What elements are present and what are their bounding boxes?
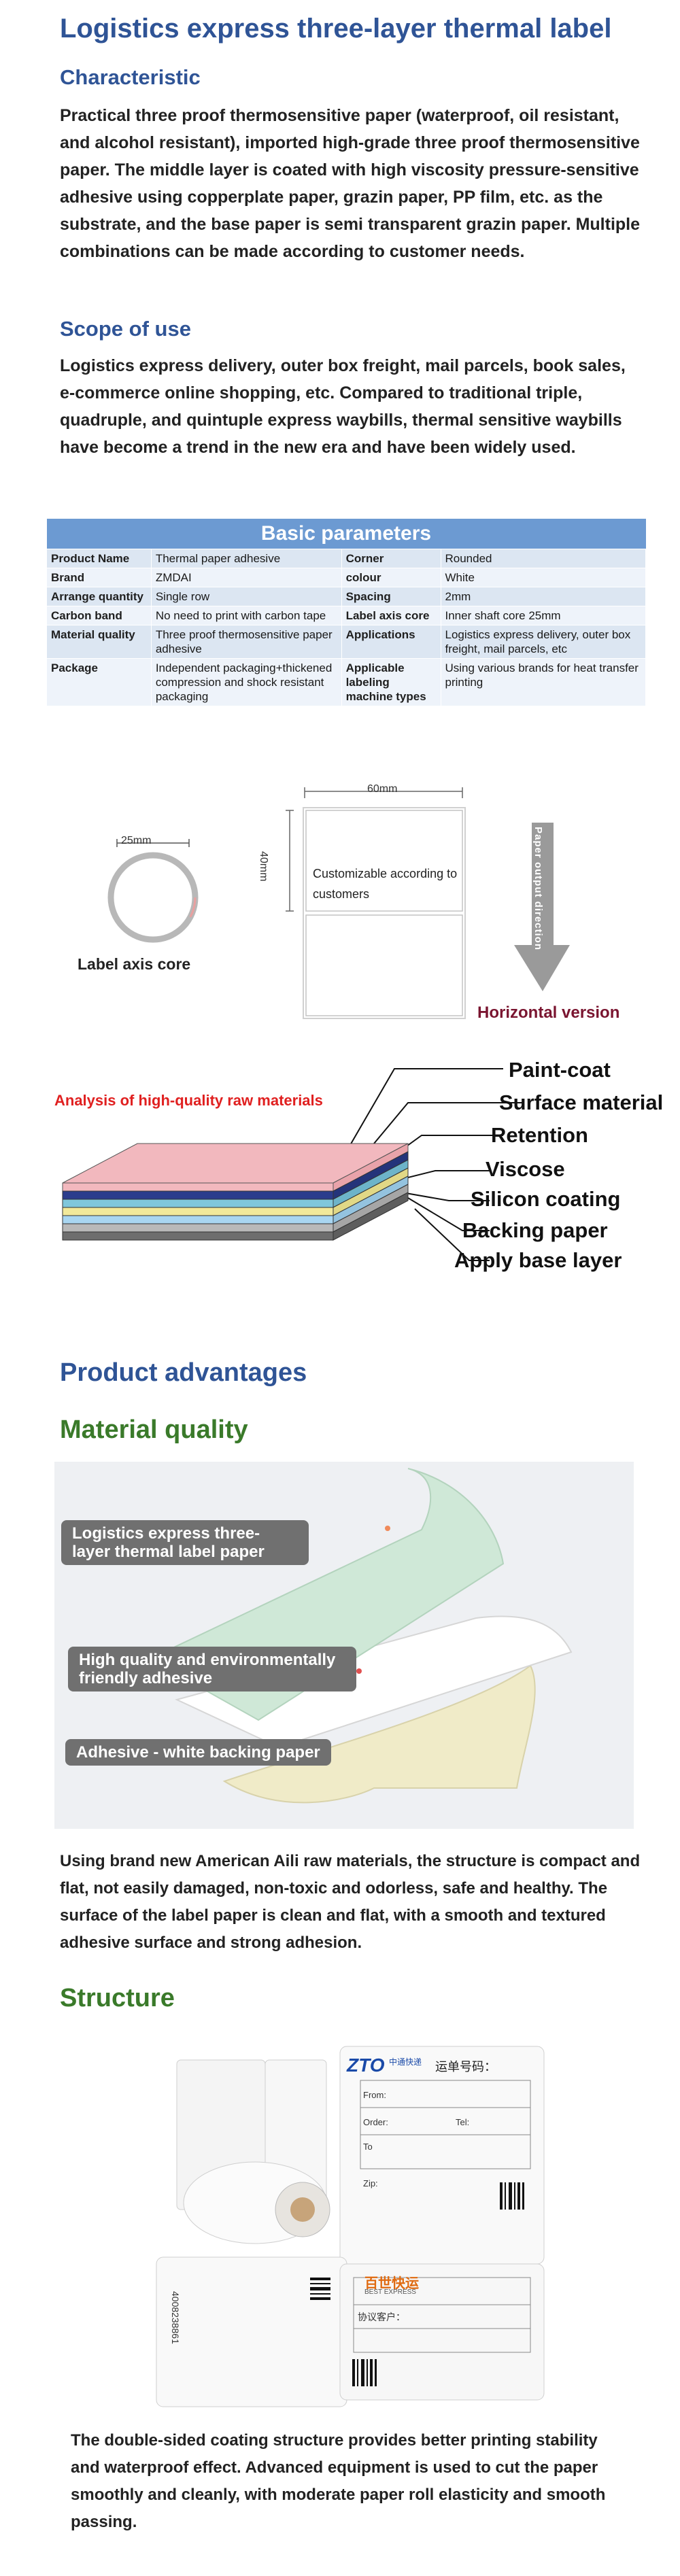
param-value: White bbox=[440, 567, 646, 587]
paper-output-text: Paper output direction bbox=[532, 827, 544, 951]
param-value: Inner shaft core 25mm bbox=[440, 605, 646, 625]
layer-surface-material: Surface material bbox=[499, 1090, 664, 1114]
param-key: Package bbox=[46, 657, 152, 706]
param-key: Spacing bbox=[341, 586, 441, 606]
zto-logo: ZTO bbox=[347, 2055, 385, 2076]
label-customizable-text: Customizable according to customers bbox=[313, 867, 458, 901]
param-value: Logistics express delivery, outer box fr… bbox=[440, 624, 646, 659]
layer-stack-diagram bbox=[62, 1068, 524, 1261]
product-advantages-heading: Product advantages bbox=[60, 1358, 307, 1387]
height-dimension: 40mm bbox=[258, 851, 269, 882]
core-dimension: 25mm bbox=[121, 835, 152, 846]
layer-paint-coat: Paint-coat bbox=[509, 1058, 611, 1082]
pill-backing-paper: Adhesive - white backing paper bbox=[65, 1739, 331, 1766]
label-rolls-photo: ZTO 中通快递 运单号码： From: Order: Tel: To Zip:… bbox=[136, 2033, 558, 2414]
structure-text: The double-sided coating structure provi… bbox=[71, 2431, 606, 2531]
param-key: Applications bbox=[341, 624, 441, 659]
pill-thermal-label-paper: Logistics express three-layer thermal la… bbox=[61, 1520, 309, 1565]
structure-heading: Structure bbox=[60, 1984, 175, 2012]
param-value: Single row bbox=[150, 586, 342, 606]
core-label: Label axis core bbox=[78, 955, 191, 973]
param-value: Thermal paper adhesive bbox=[150, 548, 342, 568]
zip-label: Zip: bbox=[363, 2178, 378, 2188]
characteristic-heading: Characteristic bbox=[60, 65, 201, 89]
param-value: ZMDAI bbox=[150, 567, 342, 587]
layer-apply-base: Apply base layer bbox=[454, 1248, 622, 1272]
paper-output-arrow bbox=[514, 823, 570, 991]
material-quality-heading: Material quality bbox=[60, 1415, 248, 1444]
tel-label: Tel: bbox=[456, 2117, 470, 2127]
scope-text: Logistics express delivery, outer box fr… bbox=[60, 356, 626, 457]
from-label: From: bbox=[363, 2090, 386, 2100]
param-key: Applicable labeling machine types bbox=[341, 657, 441, 706]
axis-core-diagram bbox=[88, 823, 224, 969]
param-key: Corner bbox=[341, 548, 441, 568]
layer-backing-paper: Backing paper bbox=[462, 1218, 608, 1242]
param-key: Carbon band bbox=[46, 605, 152, 625]
pill-adhesive: High quality and environmentally friendl… bbox=[68, 1647, 356, 1691]
param-key: Material quality bbox=[46, 624, 152, 659]
order-label: Order: bbox=[363, 2117, 388, 2127]
param-key: Brand bbox=[46, 567, 152, 587]
table-title: Basic parameters bbox=[46, 519, 646, 549]
to-label: To bbox=[363, 2142, 373, 2152]
waybill-label: 运单号码： bbox=[435, 2060, 496, 2074]
best-en-text: BEST EXPRESS bbox=[364, 2288, 416, 2296]
label-size-diagram bbox=[286, 787, 466, 1019]
param-value: Rounded bbox=[440, 548, 646, 568]
layer-silicon-coating: Silicon coating bbox=[471, 1187, 621, 1211]
width-dimension: 60mm bbox=[367, 783, 398, 795]
page-title: Logistics express three-layer thermal la… bbox=[60, 14, 612, 44]
analysis-title: Analysis of high-quality raw materials bbox=[54, 1092, 323, 1109]
param-value: Using various brands for heat transfer p… bbox=[440, 657, 646, 706]
horizontal-version-label: Horizontal version bbox=[477, 1003, 620, 1022]
material-illustration bbox=[54, 1462, 634, 1829]
param-key: Product Name bbox=[46, 548, 152, 568]
param-value: 2mm bbox=[440, 586, 646, 606]
param-key: Arrange quantity bbox=[46, 586, 152, 606]
characteristic-text: Practical three proof thermosensitive pa… bbox=[60, 106, 641, 261]
layer-viscose: Viscose bbox=[486, 1157, 565, 1181]
param-key: Label axis core bbox=[341, 605, 441, 625]
param-value: No need to print with carbon tape bbox=[150, 605, 342, 625]
param-value: Three proof thermosensitive paper adhesi… bbox=[150, 624, 342, 659]
scope-heading: Scope of use bbox=[60, 317, 191, 341]
param-key: colour bbox=[341, 567, 441, 587]
agreement-label: 协议客户： bbox=[358, 2312, 405, 2322]
material-quality-text: Using brand new American Aili raw materi… bbox=[60, 1852, 641, 1952]
barcode-number: 4008238861 bbox=[170, 2291, 181, 2344]
layer-retention: Retention bbox=[491, 1123, 588, 1147]
zto-cn-text: 中通快递 bbox=[389, 2057, 422, 2067]
best-logo: 百世快运 bbox=[364, 2276, 419, 2291]
param-value: Independent packaging+thickened compress… bbox=[150, 657, 342, 706]
